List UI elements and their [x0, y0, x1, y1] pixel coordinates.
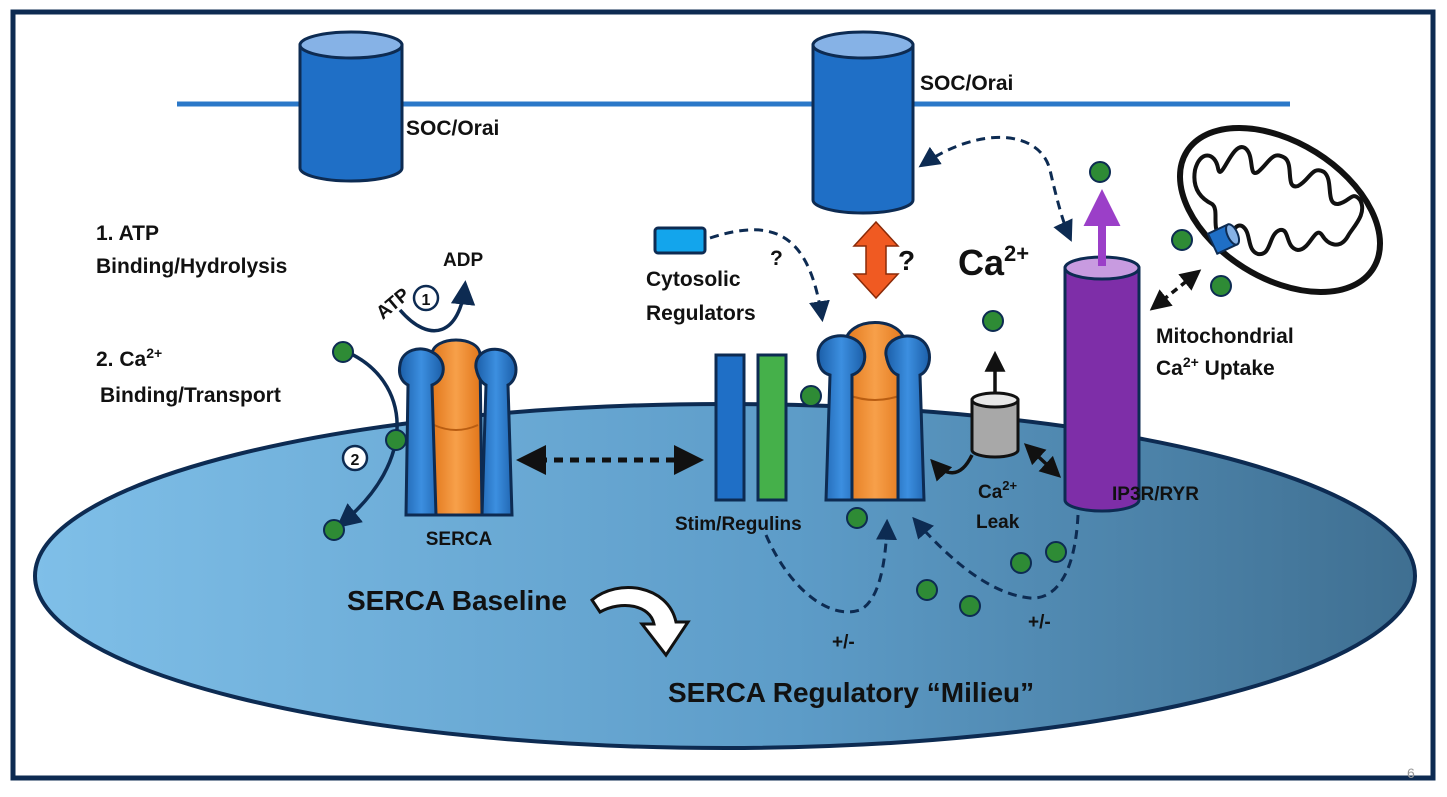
soc-orai-channel-left	[298, 30, 404, 183]
calcium-ions	[323, 161, 1232, 617]
step2-marker-number: 2	[351, 452, 360, 469]
step2-marker	[341, 444, 369, 472]
serca-milieu-label: SERCA Regulatory “Milieu”	[668, 677, 1034, 708]
mito-label-line2: Ca2+ Uptake	[1156, 354, 1275, 380]
calcium-ion	[916, 579, 938, 601]
calcium-ion	[1210, 275, 1232, 297]
adp-label: ADP	[443, 250, 483, 271]
calcium-label: Ca2+	[958, 241, 1029, 283]
stim-feedback-arrow	[764, 518, 898, 614]
ip3r-ryr-channel	[1063, 255, 1141, 513]
step1-marker	[412, 284, 440, 312]
step1-marker-number: 1	[422, 292, 431, 309]
calcium-ion	[332, 341, 354, 363]
calcium-ion	[1045, 541, 1067, 563]
regulin-bar	[756, 353, 788, 502]
soc-orai-channel-right	[811, 30, 915, 215]
calcium-ion	[982, 310, 1004, 332]
calcium-leak-channel	[970, 391, 1020, 459]
calcium-ion	[385, 429, 407, 451]
soc-orai-label-left: SOC/Orai	[406, 117, 499, 140]
calcium-ion	[846, 507, 868, 529]
mitochondrion	[1176, 125, 1384, 295]
cytosolic-label-line2: Regulators	[646, 302, 756, 325]
step1-label-line2: Binding/Hydrolysis	[96, 255, 287, 278]
leak-ip3r-arrow	[1023, 443, 1062, 478]
cytosolic-regulator-box	[653, 226, 707, 255]
calcium-ion	[959, 595, 981, 617]
mito-label-line1: Mitochondrial	[1156, 325, 1294, 348]
serca-label: SERCA	[426, 529, 493, 550]
soc-orai-label-right: SOC/Orai	[920, 72, 1013, 95]
stim-bar	[714, 353, 746, 502]
calcium-transport-arrow	[336, 350, 399, 529]
orai-ip3r-arrow	[918, 136, 1073, 242]
orai-serca-double-arrow	[852, 220, 900, 300]
leak-label-line2: Leak	[976, 512, 1020, 533]
step1-label-line1: 1. ATP	[96, 222, 159, 245]
plus-minus-right: +/-	[1028, 612, 1051, 633]
baseline-to-milieu-arrow	[590, 586, 691, 658]
question-mark-left: ?	[770, 247, 783, 270]
serca-pump-baseline	[398, 338, 518, 517]
calcium-ion	[1171, 229, 1193, 251]
calcium-ion	[800, 385, 822, 407]
ip3r-label: IP3R/RYR	[1112, 484, 1199, 505]
plus-minus-left: +/-	[832, 632, 855, 653]
calcium-ion	[1089, 161, 1111, 183]
cytosolic-regulator-arrow	[709, 228, 830, 323]
cytosolic-label-line1: Cytosolic	[646, 268, 741, 291]
step2-label-line1: 2. Ca2+	[96, 345, 162, 371]
page-number: 6	[1407, 765, 1415, 781]
serca-pump-regulated	[816, 321, 931, 502]
atp-to-adp-arrow	[398, 280, 476, 333]
calcium-ion	[1010, 552, 1032, 574]
stim-regulins-label: Stim/Regulins	[675, 514, 802, 535]
leak-to-serca-arrow	[930, 454, 974, 482]
step2-label-line2: Binding/Transport	[100, 384, 281, 407]
ip3r-feedback-arrow	[912, 514, 1080, 600]
mito-uptake-arrow	[1149, 269, 1202, 311]
serca-baseline-label: SERCA Baseline	[347, 585, 567, 616]
ip3r-release-arrow	[1083, 189, 1121, 266]
question-mark-right: ?	[898, 245, 915, 276]
leak-label-line1: Ca2+	[978, 478, 1018, 503]
calcium-ion	[323, 519, 345, 541]
